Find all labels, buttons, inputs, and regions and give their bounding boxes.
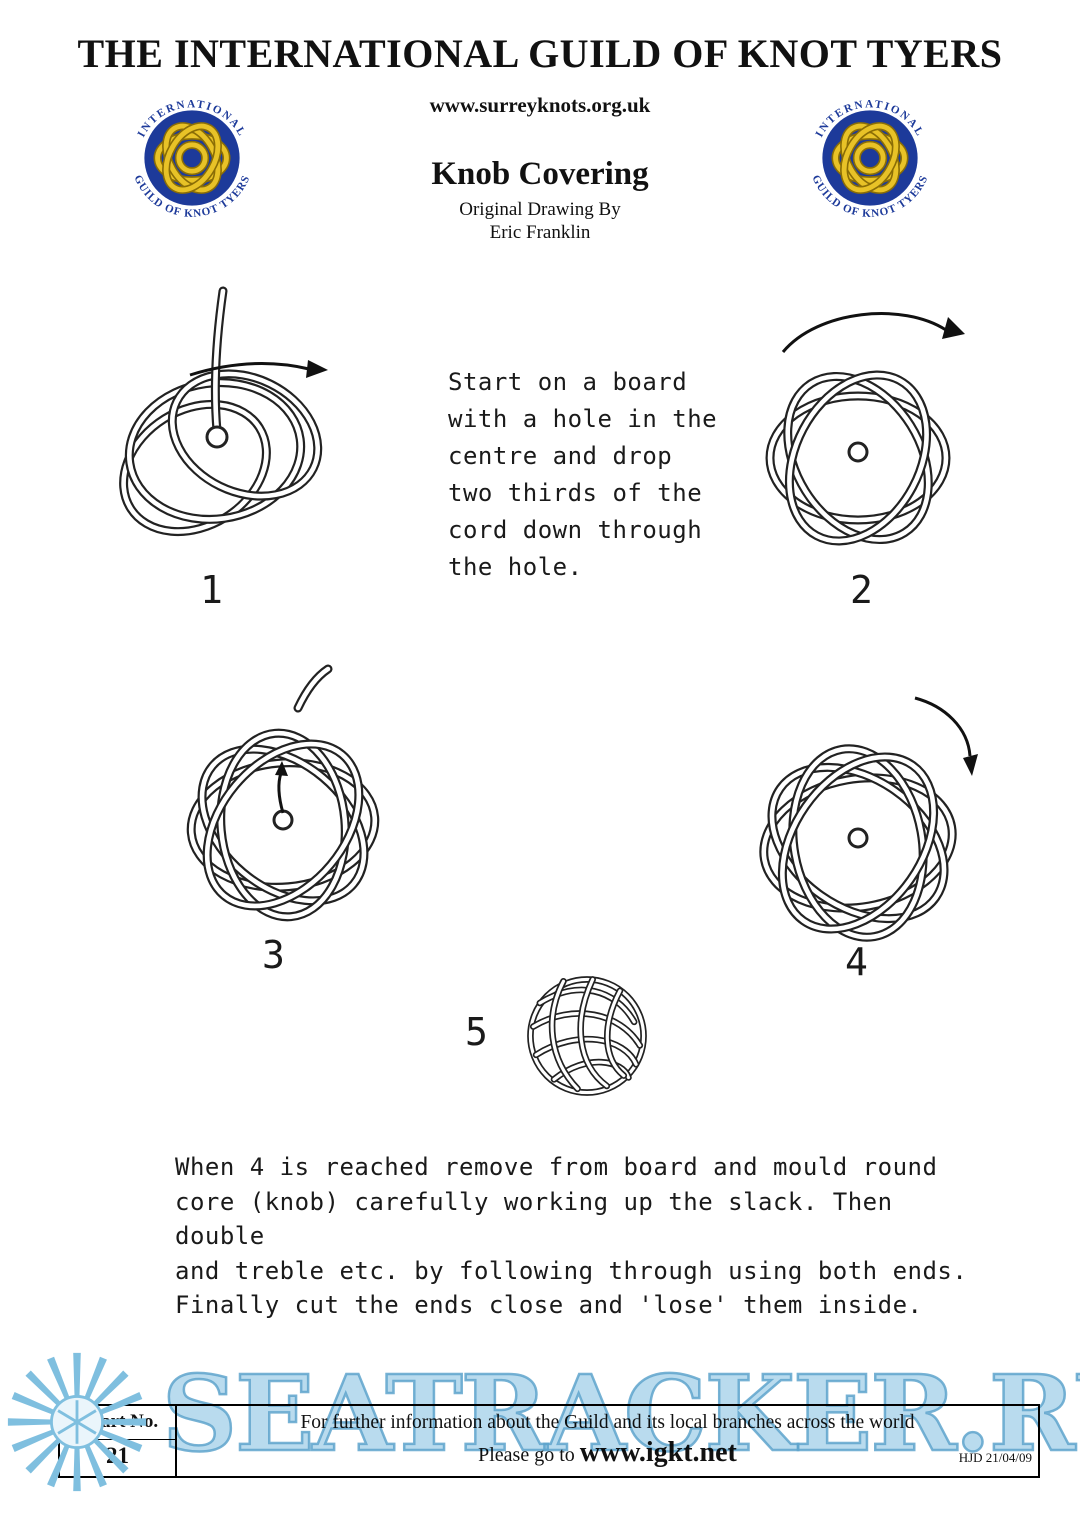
- instruction-line: Start on a board: [448, 368, 688, 396]
- knot-step-4-drawing: [759, 696, 978, 942]
- step-4-label: 4: [845, 940, 868, 984]
- surreyknots-url: www.surreyknots.org.uk: [429, 93, 651, 117]
- note-line: When 4 is reached remove from board and …: [175, 1153, 938, 1181]
- step-3-label: 3: [262, 933, 285, 977]
- page-title: THE INTERNATIONAL GUILD OF KNOT TYERS: [77, 31, 1003, 76]
- drawing-credit: Original Drawing By: [459, 199, 621, 220]
- guild-logo-icon: INTERNATIONAL GUILD OF KNOT TYERS: [131, 98, 251, 220]
- igkt-url: www.igkt.net: [579, 1437, 737, 1468]
- guild-logo-icon: INTERNATIONAL GUILD OF KNOT TYERS: [809, 98, 929, 220]
- instruction-line: centre and drop: [448, 442, 673, 470]
- seatracker-sun-logo-icon: [7, 1352, 147, 1492]
- note-line: core (knob) carefully working up the sla…: [175, 1187, 893, 1251]
- instruction-text: Start on a board with a hole in the cent…: [448, 364, 738, 586]
- instruction-line: cord down through: [448, 516, 703, 544]
- knot-step-5-drawing: [527, 976, 647, 1096]
- knot-step-3-drawing: [186, 664, 380, 922]
- instruction-line: two thirds of the: [448, 479, 703, 507]
- knot-step-1-drawing: [119, 286, 328, 537]
- instruction-line: the hole.: [448, 553, 583, 581]
- footer-ref: HJD 21/04/09: [958, 1450, 1032, 1465]
- knot-step-2-drawing: [765, 312, 965, 546]
- footer-info-line: For further information about the Guild …: [300, 1412, 915, 1433]
- chart-no-value: 21: [106, 1443, 129, 1468]
- author-name: Eric Franklin: [489, 222, 591, 243]
- footer-box: Chart No. 21 For further information abo…: [58, 1404, 1040, 1478]
- chart-title: Knob Covering: [431, 156, 649, 192]
- footer-info-cell: For further information about the Guild …: [177, 1406, 1038, 1476]
- instruction-line: with a hole in the: [448, 405, 718, 433]
- footer-goto-line: Please go to www.igkt.net: [177, 1437, 1038, 1469]
- bottom-note: When 4 is reached remove from board and …: [175, 1150, 985, 1323]
- step-2-label: 2: [850, 568, 873, 612]
- note-line: Finally cut the ends close and 'lose' th…: [175, 1291, 923, 1319]
- note-line: and treble etc. by following through usi…: [175, 1256, 968, 1285]
- step-1-label: 1: [200, 568, 223, 612]
- goto-prefix: Please go to: [478, 1444, 580, 1466]
- step-5-label: 5: [465, 1010, 488, 1054]
